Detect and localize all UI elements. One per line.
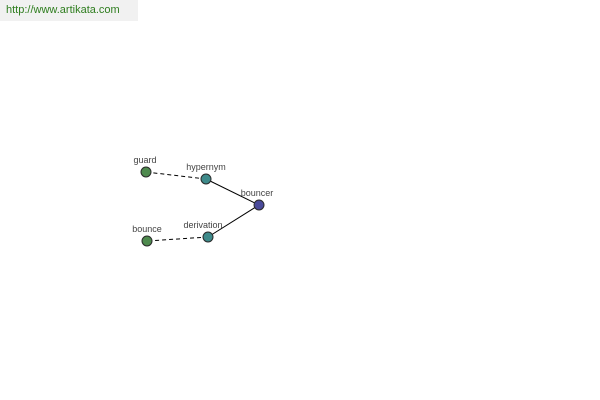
node-guard-label: guard [133,155,156,165]
node-word-bounce[interactable]: bounce [132,224,162,247]
edge-hypernym-guard [145,171,207,180]
node-hypernym-dot [200,173,212,185]
edge-bouncer-hypernym [205,178,260,206]
node-derivation-label: derivation [183,220,222,230]
node-center-dot [253,199,265,211]
node-relation-derivation[interactable]: derivation [183,220,223,243]
edge-derivation-bounce [146,236,209,242]
site-url-link[interactable]: http://www.artikata.com [0,0,138,21]
node-derivation-dot [202,231,214,243]
node-center-label: bouncer [241,188,274,198]
node-center[interactable]: bouncer [241,188,274,211]
edge-bouncer-derivation [207,204,260,238]
node-guard-dot [140,166,152,178]
node-bounce-dot [141,235,153,247]
node-relation-hypernym[interactable]: hypernym [186,162,226,185]
node-hypernym-label: hypernym [186,162,226,172]
node-bounce-label: bounce [132,224,162,234]
node-word-guard[interactable]: guard [133,155,157,178]
